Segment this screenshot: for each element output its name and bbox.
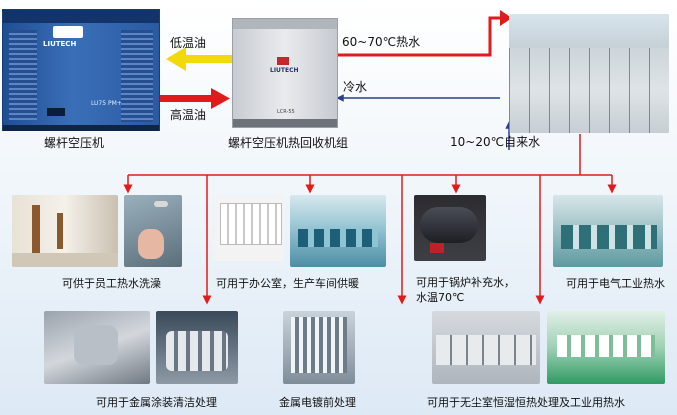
hot-water-label: 60~70℃热水: [342, 35, 421, 49]
app-label-electroplating: 金属电镀前处理: [279, 396, 356, 409]
boiler-photo: [414, 195, 486, 261]
low-oil-label: 低温油: [170, 36, 207, 50]
cold-water-label: 冷水: [343, 80, 368, 94]
shower-corridor-photo: [12, 195, 118, 267]
compressor-brand: LIUTECH: [43, 40, 77, 48]
office-workshop-photo: [290, 195, 386, 267]
metal-coating-line-photo: [156, 311, 238, 384]
shower-person-photo: [124, 195, 182, 267]
high-oil-label: 高温油: [170, 108, 207, 122]
app-label-boiler-line2: 水温70℃: [416, 291, 465, 304]
compressor-model-plate: LU75 PM+: [91, 100, 122, 107]
heat-recovery-unit: LIUTECH LCR-55: [232, 18, 338, 128]
tap-water-label: 10~20℃自来水: [450, 135, 541, 149]
app-label-electrical: 可用于电气工业热水: [566, 277, 665, 290]
recovery-unit-label: 螺杆空压机热回收机组: [228, 136, 349, 150]
compressor-label: 螺杆空压机: [44, 136, 105, 150]
unit-brand: LIUTECH: [270, 67, 299, 74]
app-label-boiler-line1: 可用于锅炉补充水，: [416, 276, 515, 289]
hot-water-line: [336, 10, 512, 57]
air-compressor: LIUTECH LU75 PM+: [2, 9, 160, 131]
unit-model-plate: LCR-55: [277, 109, 295, 115]
compressor-control-panel: [47, 108, 65, 116]
compressor-brand-logo: [53, 26, 83, 38]
radiator-photo: [214, 195, 284, 261]
app-label-shower: 可供于员工热水洗澡: [62, 277, 161, 290]
metal-coating-robot-photo: [44, 311, 150, 384]
unit-brand-logo: [277, 57, 289, 65]
cleanroom-machine-photo: [432, 311, 540, 384]
app-label-cleanroom: 可用于无尘室恒湿恒热处理及工业用热水: [427, 396, 625, 409]
electrical-industry-photo: [553, 195, 663, 267]
electroplating-photo: [283, 311, 355, 384]
low-oil-arrow: [166, 47, 232, 71]
branch-lines: [123, 134, 617, 305]
high-oil-arrow: [160, 88, 230, 109]
app-label-metal-coating: 可用于金属涂装清洁处理: [96, 396, 217, 409]
water-tank-photo: [509, 14, 669, 133]
app-label-heating: 可用于办公室，生产车间供暖: [216, 277, 359, 290]
cleanroom-hall-photo: [547, 311, 665, 384]
